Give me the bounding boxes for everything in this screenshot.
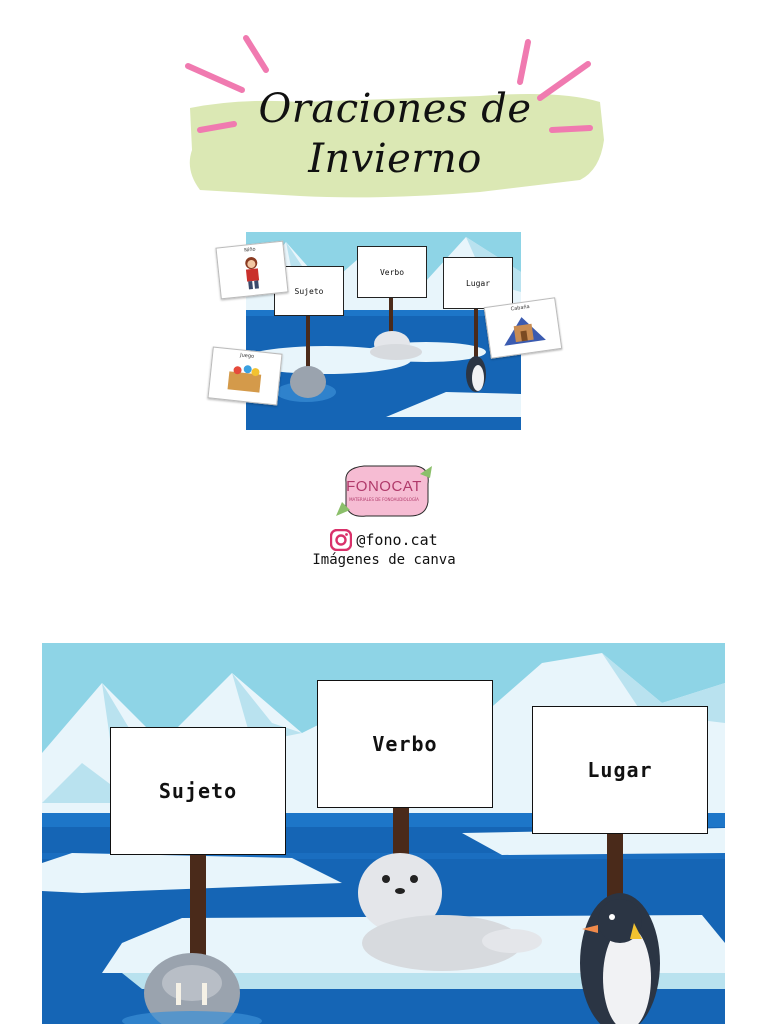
logo-subtitle: MATERIALES DE FONOAUDIOLOGÍA [349,497,419,502]
card-nino: Niño [215,240,289,300]
title-line-1: Oraciones de [258,86,532,132]
walrus-illustration [122,953,262,1024]
walrus-small [290,366,326,398]
title-line-2: Invierno [308,136,482,182]
main-scene: Sujeto Verbo Lugar [42,643,725,1024]
image-credit: Imágenes de canva [312,552,456,568]
card-cabana: Cabaña [483,297,563,359]
seal-illustration [358,853,542,971]
scene-sign-verbo: Verbo [317,680,493,808]
instagram-icon[interactable] [330,529,353,551]
scene-sign-sujeto: Sujeto [110,727,286,855]
instagram-handle[interactable]: @fono.cat [356,531,438,549]
cabin-icon [504,317,546,346]
title-block: Oraciones de Invierno [180,30,610,210]
social-handle-row: @fono.cat [0,528,768,552]
fonocat-logo: FONOCAT MATERIALES DE FONOAUDIOLOGÍA [336,462,432,522]
title-decoration [185,35,605,198]
title-highlight-brush [189,94,605,198]
scene-sign-lugar: Lugar [532,706,708,834]
toy-box-icon [227,365,262,393]
child-figure-icon [245,257,260,290]
sparkle-rays [185,35,593,133]
penguin-illustration [580,893,660,1024]
logo-shape [336,465,432,517]
thumb-sign-verbo: Verbo [357,246,427,298]
logo-text: FONOCAT [346,478,422,495]
card-juego: Juego [207,346,283,406]
thumb-sign-lugar: Lugar [443,257,513,309]
thumbnail-preview: Sujeto Verbo Lugar [246,232,521,430]
